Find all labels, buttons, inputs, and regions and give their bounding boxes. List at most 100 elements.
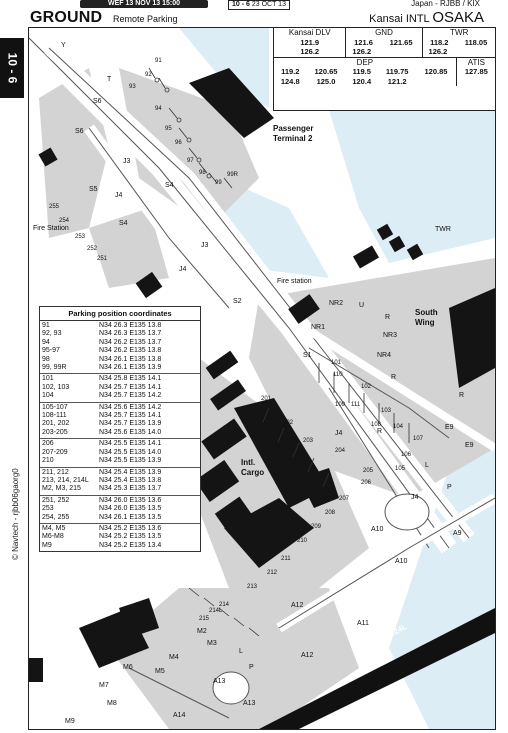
taxiway-label: P [249, 664, 254, 671]
parking-stand: 91 [42, 322, 50, 329]
freq-label-twr: TWR [421, 28, 495, 38]
stand-label: 253 [75, 234, 86, 240]
taxiway-label: NR2 [329, 300, 344, 307]
taxiway-label: M2 [197, 628, 207, 635]
parking-coordinates: N34 25.5 E135 14.1 [99, 440, 162, 448]
parking-row: M2, M3, 215 N34 25.3 E135 13.7 [40, 485, 200, 493]
parking-row: 207-209 N34 25.5 E135 14.0 [40, 449, 200, 457]
parking-coordinates: N34 25.5 E135 14.0 [99, 448, 162, 456]
taxiway-label: A12 [301, 652, 314, 659]
taxiway-label: P [447, 484, 452, 491]
taxiway-label: Y [61, 42, 66, 49]
freq-dep-9: 121.2 [387, 76, 407, 86]
taxiway-label: E9 [445, 424, 454, 431]
stand-label: 102 [361, 384, 372, 390]
stand-label: 207 [339, 496, 350, 502]
taxiway-label: T [107, 76, 112, 83]
label-twr: TWR [435, 226, 451, 233]
region-code: Japan - RJBB / KIX [411, 0, 480, 8]
parking-stand: 203-205 [42, 428, 68, 436]
chart-number-box: 10 - 6 23 OCT 13 [228, 0, 290, 10]
stand-label: 252 [87, 246, 98, 252]
freq-label-dlv: Kansai DLV [288, 28, 331, 37]
taxiway-label: U [359, 302, 365, 309]
parking-stand: 207-209 [42, 448, 68, 456]
taxiway-label: S4 [165, 182, 174, 189]
taxiway-label: R [459, 392, 465, 399]
effective-date-tab: WEF 13 NOV 13 15:00 [80, 0, 208, 8]
taxiway-label: R [391, 374, 397, 381]
parking-coordinates: N34 26.0 E135 13.5 [99, 505, 162, 513]
freq-dep-6: 124.8 [280, 76, 300, 86]
taxiway-label: NR3 [383, 332, 398, 339]
stand-label: 104 [393, 424, 404, 430]
parking-coordinates: N34 25.2 E135 13.6 [99, 524, 162, 532]
parking-stand: 201, 202 [42, 420, 70, 428]
parking-stand: 94 [42, 338, 50, 346]
freq-dep-8: 120.4 [352, 76, 372, 86]
stand-label: 214L [209, 608, 223, 614]
parking-coordinates: N34 25.3 E135 13.7 [99, 485, 162, 493]
parking-row: 210 N34 25.5 E135 13.9 [40, 457, 200, 465]
parking-coordinates: N34 25.8 E135 14.1 [99, 375, 162, 383]
parking-stand: 210 [42, 457, 54, 465]
stand-label: 213 [247, 584, 258, 590]
taxiway-label: M9 [65, 718, 75, 725]
taxiway-label: S6 [93, 98, 102, 105]
taxiway-label: J4 [179, 266, 187, 273]
parking-coordinates: N34 25.5 E135 13.9 [99, 457, 162, 465]
stand-label: 109 [335, 402, 346, 408]
stand-label: 211 [281, 556, 291, 562]
stand-label: 214 [219, 602, 230, 608]
stand-label: 107 [413, 436, 424, 442]
stand-label: 92 [145, 72, 152, 78]
stand-label: 111 [351, 402, 361, 408]
airport-map[interactable]: Kansai DLV GND TWR 121.9 121.6 121.65 11… [28, 27, 496, 730]
taxiway-label: S2 [233, 298, 242, 305]
airport-prefix: Kansai INTL [369, 13, 430, 25]
freq-twr-3: 126.2 [421, 47, 495, 57]
parking-stand: 108-111 [42, 412, 67, 420]
stand-markers [148, 67, 410, 637]
taxiway-label: M5 [155, 668, 165, 675]
taxiway-label: J4 [115, 192, 123, 199]
taxiway-label: M6 [123, 664, 133, 671]
taxiway-label: S5 [89, 186, 98, 193]
parking-stand: 104 [42, 392, 54, 400]
airport-city: OSAKA [432, 9, 484, 26]
label-intl-cargo: Intl. Cargo [241, 458, 265, 477]
stand-label: 91 [155, 58, 162, 64]
parking-coordinates: N34 25.2 E135 13.5 [99, 533, 162, 541]
stand-label: 99 [215, 180, 222, 186]
stand-label: 204 [335, 448, 346, 454]
map-labels: Passenger Terminal 2 Fire Station Fire s… [29, 28, 495, 729]
taxiway-label: S1 [303, 352, 312, 359]
parking-coordinates: N34 25.2 E135 13.4 [99, 541, 162, 549]
taxiway-label: A9 [453, 530, 462, 537]
parking-row: 101 N34 25.8 E135 14.1 [40, 375, 200, 383]
stand-label: 97 [187, 158, 194, 164]
taxiway-label: J4 [335, 430, 343, 437]
stand-label: 209 [311, 524, 322, 530]
parking-coordinates: N34 26.1 E135 13.5 [99, 513, 162, 521]
parking-stand: 101 [42, 375, 54, 383]
taxiway-label: M8 [107, 700, 117, 707]
parking-coordinates: N34 25.4 E135 13.9 [99, 468, 162, 476]
taxiway-label: S4 [119, 220, 128, 227]
parking-stand: M4, M5 [42, 524, 66, 532]
sidebar-chart-number: 10 - 6 [5, 52, 19, 84]
parking-stand: M2, M3, 215 [42, 485, 81, 493]
parking-coordinates: N34 25.7 E135 14.2 [99, 392, 162, 400]
taxiway-label: L [425, 462, 429, 469]
taxiway-network [29, 31, 495, 719]
